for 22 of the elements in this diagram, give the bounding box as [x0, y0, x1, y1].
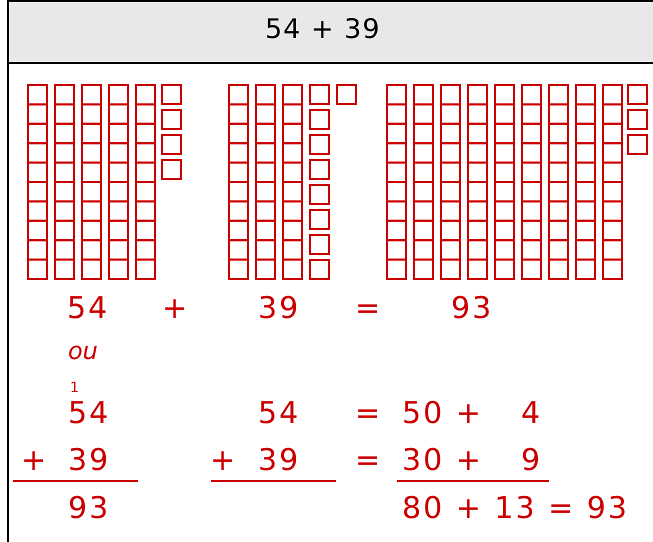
math-text: 54 — [68, 399, 110, 429]
math-text: 50 + — [402, 399, 483, 429]
math-text: 39 — [68, 446, 110, 476]
math-text: 80 + 13 = 93 — [402, 494, 629, 524]
word: ou — [68, 339, 98, 363]
math-text: = — [355, 399, 382, 429]
math-text: 4 — [521, 399, 542, 429]
math-text: = — [355, 446, 382, 476]
math-text: 39 — [258, 294, 300, 324]
math-text: = — [355, 294, 382, 324]
math-text: 54 — [67, 294, 110, 324]
math-text: 39 — [258, 446, 300, 476]
carry-digit: 1 — [70, 381, 79, 395]
math-text: 93 — [451, 294, 494, 324]
math-text: 54 — [258, 399, 300, 429]
math-text: + — [210, 446, 238, 476]
math-text: + — [21, 446, 48, 476]
math-text: 9 — [521, 446, 542, 476]
math-text: 30 + — [402, 446, 483, 476]
title: 54 + 39 — [265, 14, 381, 45]
math-text: + — [162, 294, 190, 324]
math-text: 93 — [68, 494, 110, 524]
